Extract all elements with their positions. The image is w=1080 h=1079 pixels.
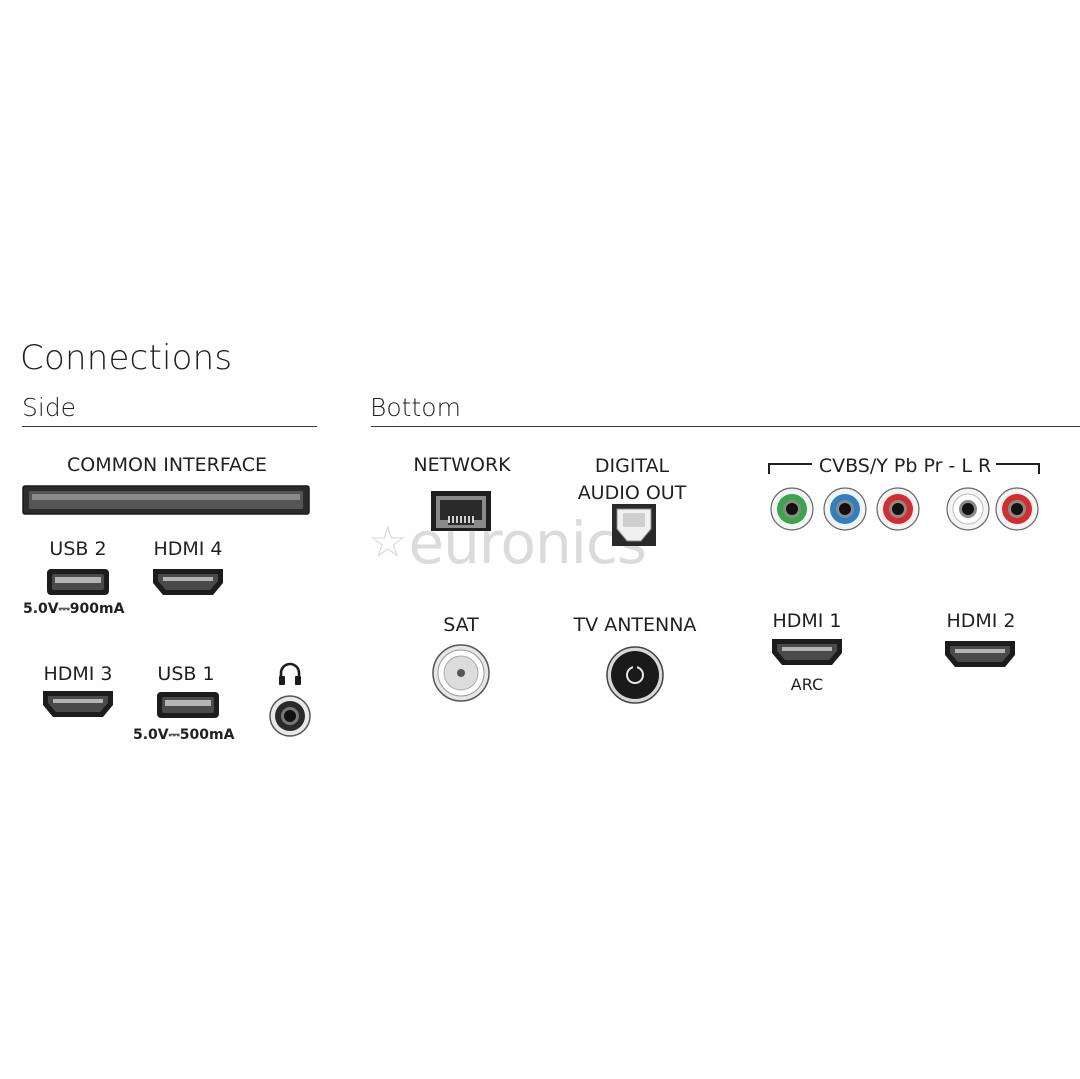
- page-title: Connections: [20, 338, 233, 378]
- rca-jacks: [770, 487, 1039, 531]
- rca-red-jack: [876, 487, 920, 531]
- hdmi2-label: HDMI 2: [946, 610, 1016, 632]
- network-label: NETWORK: [413, 454, 511, 476]
- digital-audio-label-2: AUDIO OUT: [577, 482, 687, 504]
- side-heading: Side: [22, 393, 77, 422]
- common-interface-label: COMMON INTERFACE: [67, 454, 267, 476]
- watermark: ☆euronics: [368, 508, 647, 578]
- usb1-spec: 5.0V⎓500mA: [133, 727, 235, 743]
- sat-connector: [432, 644, 490, 702]
- rca-green-jack: [770, 487, 814, 531]
- digital-audio-label-1: DIGITAL: [594, 455, 670, 477]
- common-interface-slot: [22, 485, 310, 515]
- hdmi1-port: [772, 639, 842, 665]
- headphone-jack: [269, 695, 311, 737]
- usb2-label: USB 2: [49, 538, 107, 560]
- usb2-port: [47, 569, 109, 595]
- headphones-icon: [279, 662, 301, 685]
- bottom-heading: Bottom: [370, 393, 461, 422]
- hdmi2-port: [945, 641, 1015, 667]
- network-port: [431, 491, 491, 531]
- star-icon: ☆: [368, 517, 407, 568]
- hdmi3-port: [43, 691, 113, 717]
- tv-antenna-connector: [606, 646, 664, 704]
- side-divider: [22, 426, 317, 427]
- hdmi1-arc-label: ARC: [790, 675, 824, 694]
- hdmi3-label: HDMI 3: [43, 663, 113, 685]
- digital-audio-port: [612, 504, 656, 546]
- cvbs-label: CVBS/Y Pb Pr - L R: [818, 455, 992, 477]
- tv-antenna-label: TV ANTENNA: [573, 614, 697, 636]
- hdmi4-port: [153, 569, 223, 595]
- hdmi1-label: HDMI 1: [772, 610, 842, 632]
- usb1-port: [157, 692, 219, 718]
- hdmi4-label: HDMI 4: [153, 538, 223, 560]
- usb1-label: USB 1: [157, 663, 215, 685]
- usb2-spec: 5.0V⎓900mA: [23, 601, 125, 617]
- bottom-divider: [371, 426, 1080, 427]
- rca-red-audio-jack: [995, 487, 1039, 531]
- rca-white-jack: [946, 487, 990, 531]
- cvbs-bracket: [768, 463, 1040, 474]
- rca-blue-jack: [823, 487, 867, 531]
- sat-label: SAT: [443, 614, 479, 636]
